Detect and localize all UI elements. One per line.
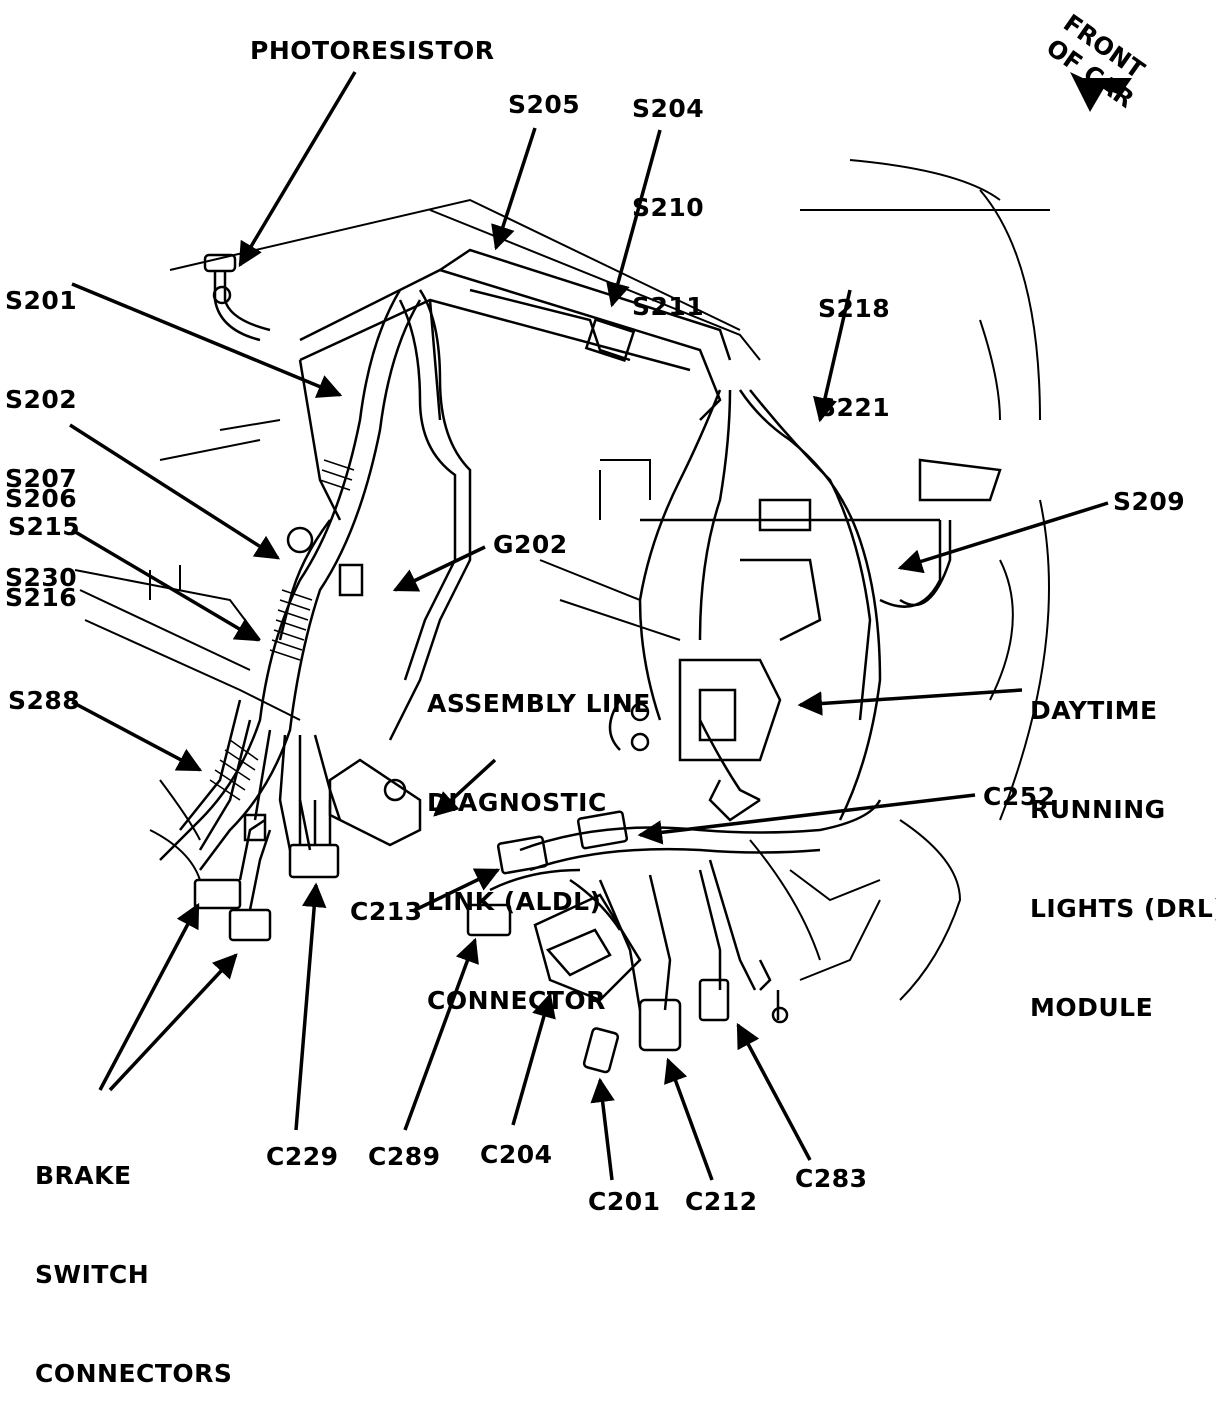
s230-label: S230 [5, 563, 78, 592]
c283-label: C283 [795, 1164, 868, 1193]
s207-label: S207 [5, 464, 78, 493]
leader-arrows [69, 71, 1109, 1181]
g202-label: G202 [493, 530, 568, 559]
left-harness [159, 289, 472, 871]
wiring-diagram: FRONT OF CAR PHOTORESISTOR S205 S204 S21… [5, 9, 1216, 1388]
s216-label: S216 [5, 583, 78, 612]
s205-label: S205 [508, 90, 581, 119]
c283-arrow-icon [736, 1022, 812, 1161]
brake-switch-connector-shapes [193, 813, 272, 942]
brake-line-2: SWITCH [35, 1260, 150, 1289]
g202-ground-shape [286, 526, 364, 597]
s218-arrow-icon [813, 289, 852, 423]
aldl-line-2: DIAGNOSTIC [427, 788, 607, 817]
c252-label: C252 [983, 782, 1056, 811]
aldl-connector-shape [328, 758, 422, 847]
brake-switch-label: BRAKE SWITCH CONNECTORS [35, 1093, 232, 1423]
s288-label: S288 [8, 686, 81, 715]
c201-arrow-icon [590, 1077, 615, 1181]
s206-label: S206 [5, 484, 78, 513]
drl-label: DAYTIME RUNNING LIGHTS (DRL) MODULE [1030, 628, 1216, 1057]
s201-arrow-icon [71, 282, 343, 398]
lower-connectors [466, 810, 789, 1074]
brake-line-3: CONNECTORS [35, 1359, 233, 1388]
c229-label: C229 [266, 1142, 339, 1171]
s207-group-label: S207 S230 [5, 396, 77, 627]
aldl-line-3: LINK (ALDL) [427, 887, 602, 916]
s204-arrow-icon [606, 129, 662, 308]
s218-label: S218 [818, 294, 891, 323]
harness-wrap-texture [209, 459, 355, 801]
s207-arrow-icon [69, 423, 281, 560]
s205-arrow-icon [491, 127, 537, 251]
brake-arrow-1-icon [98, 902, 200, 1091]
drl-arrow-icon [797, 688, 1023, 716]
c289-label: C289 [368, 1142, 441, 1171]
c212-label: C212 [685, 1187, 758, 1216]
s202-label: S202 [5, 385, 78, 414]
diagram-drawing [69, 71, 1132, 1181]
s210-label: S210 [632, 193, 705, 222]
drl-line-2: RUNNING [1030, 795, 1166, 824]
s209-arrow-icon [897, 501, 1109, 574]
aldl-line-4: CONNECTOR [427, 986, 606, 1015]
front-of-car-arrow-icon [1070, 72, 1132, 112]
s209-label: S209 [1113, 487, 1186, 516]
s201-label: S201 [5, 286, 78, 315]
c289-arrow-icon [403, 937, 479, 1131]
c213-arrow-icon [414, 868, 501, 912]
aldl-arrow-icon [433, 758, 497, 817]
right-harness [608, 389, 1002, 821]
photoresistor-component [203, 253, 271, 342]
s218-group-label: S218 S221 [818, 226, 890, 457]
s204-group-label: S204 S210 S211 [632, 26, 704, 356]
lower-harness [489, 799, 882, 1011]
c204-label: C204 [480, 1140, 553, 1169]
g202-arrow-icon [392, 545, 486, 592]
brake-arrow-2-icon [108, 953, 238, 1092]
drl-line-3: LIGHTS (DRL) [1030, 894, 1216, 923]
s288-arrow-icon [71, 700, 203, 772]
s215-arrow-icon [71, 528, 261, 642]
photoresistor-label: PHOTORESISTOR [250, 36, 495, 65]
aldl-line-1: ASSEMBLY LINE [427, 689, 651, 718]
c212-arrow-icon [664, 1057, 714, 1181]
c201-label: C201 [588, 1187, 661, 1216]
photoresistor-arrow-icon [238, 71, 357, 268]
brake-line-1: BRAKE [35, 1161, 132, 1190]
drl-line-4: MODULE [1030, 993, 1154, 1022]
c252-arrow-icon [637, 793, 976, 845]
c213-label: C213 [350, 897, 423, 926]
drl-line-1: DAYTIME [1030, 696, 1158, 725]
drl-module-shape [678, 498, 822, 822]
c229-arrow-icon [294, 882, 327, 1131]
c229-connector-shape [288, 800, 340, 879]
s201-group-label: S201 S202 S206 S216 [5, 218, 77, 647]
c204-arrow-icon [511, 992, 556, 1126]
s211-label: S211 [632, 292, 705, 321]
aldl-label: ASSEMBLY LINE DIAGNOSTIC LINK (ALDL) CON… [427, 621, 651, 1050]
s215-label: S215 [8, 512, 81, 541]
s204-label: S204 [632, 94, 705, 123]
s221-label: S221 [818, 393, 891, 422]
